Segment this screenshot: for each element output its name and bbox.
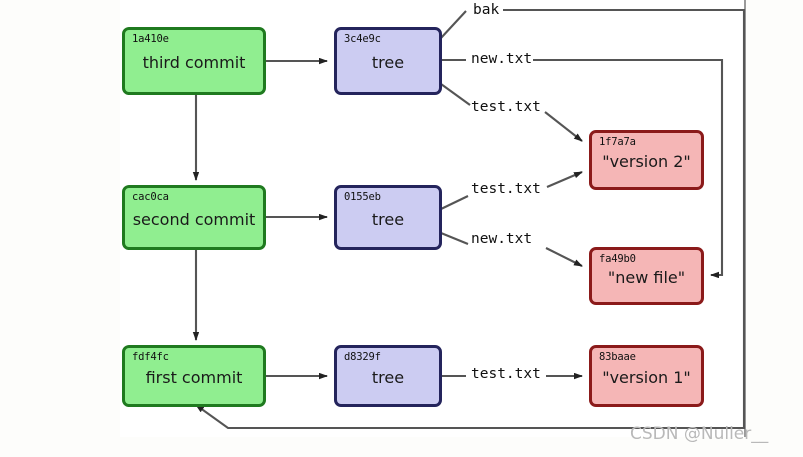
node-commit-first[interactable]: fdf4fc first commit <box>122 345 266 407</box>
node-title: tree <box>371 368 405 388</box>
edge-label-test-txt-middle: test.txt <box>471 181 541 197</box>
node-title: third commit <box>142 53 246 73</box>
node-commit-second[interactable]: cac0ca second commit <box>122 185 266 250</box>
node-hash: fdf4fc <box>132 351 169 363</box>
node-hash: 83baae <box>599 351 636 363</box>
edge-tree2-testtxt-stub <box>440 195 469 210</box>
watermark: CSDN @Nuller__ <box>630 424 769 444</box>
node-hash: 0155eb <box>344 191 381 203</box>
node-tree-d8329f[interactable]: d8329f tree <box>334 345 442 407</box>
edge-tree3-testtxt-stub <box>440 83 471 106</box>
edge-tree2-testtxt-arrow <box>546 171 583 188</box>
edge-tree3-newtxt-route <box>533 58 724 279</box>
node-hash: 3c4e9c <box>344 33 381 45</box>
node-title: "new file" <box>607 268 686 288</box>
node-hash: 1f7a7a <box>599 136 636 148</box>
node-title: "version 1" <box>602 368 691 388</box>
edge-label-new-txt-top: new.txt <box>471 51 533 67</box>
edge-label-bak: bak <box>473 2 500 18</box>
edge-label-test-txt-top: test.txt <box>471 99 541 115</box>
edge-label-new-txt-middle: new.txt <box>471 231 533 247</box>
node-hash: fa49b0 <box>599 253 636 265</box>
node-commit-third[interactable]: 1a410e third commit <box>122 27 266 95</box>
node-blob-newfile[interactable]: fa49b0 "new file" <box>589 247 704 305</box>
node-tree-3c4e9c[interactable]: 3c4e9c tree <box>334 27 442 95</box>
node-tree-0155eb[interactable]: 0155eb tree <box>334 185 442 250</box>
node-blob-version1[interactable]: 83baae "version 1" <box>589 345 704 407</box>
node-title: first commit <box>145 368 243 388</box>
edge-tree3-bak-stub <box>440 10 467 39</box>
edge-tree2-newtxt-stub <box>440 232 469 245</box>
node-hash: cac0ca <box>132 191 169 203</box>
node-hash: 1a410e <box>132 33 169 45</box>
node-title: tree <box>371 209 405 229</box>
node-title: second commit <box>132 209 256 229</box>
edge-tree3-testtxt-arrow <box>544 111 583 142</box>
edge-label-test-txt-bottom: test.txt <box>471 366 541 382</box>
node-title: "version 2" <box>602 152 691 172</box>
node-title: tree <box>371 53 405 73</box>
edge-tree2-newtxt-arrow <box>545 247 583 267</box>
node-hash: d8329f <box>344 351 381 363</box>
edge-tree3-bak-route <box>195 8 746 430</box>
node-blob-version2[interactable]: 1f7a7a "version 2" <box>589 130 704 190</box>
